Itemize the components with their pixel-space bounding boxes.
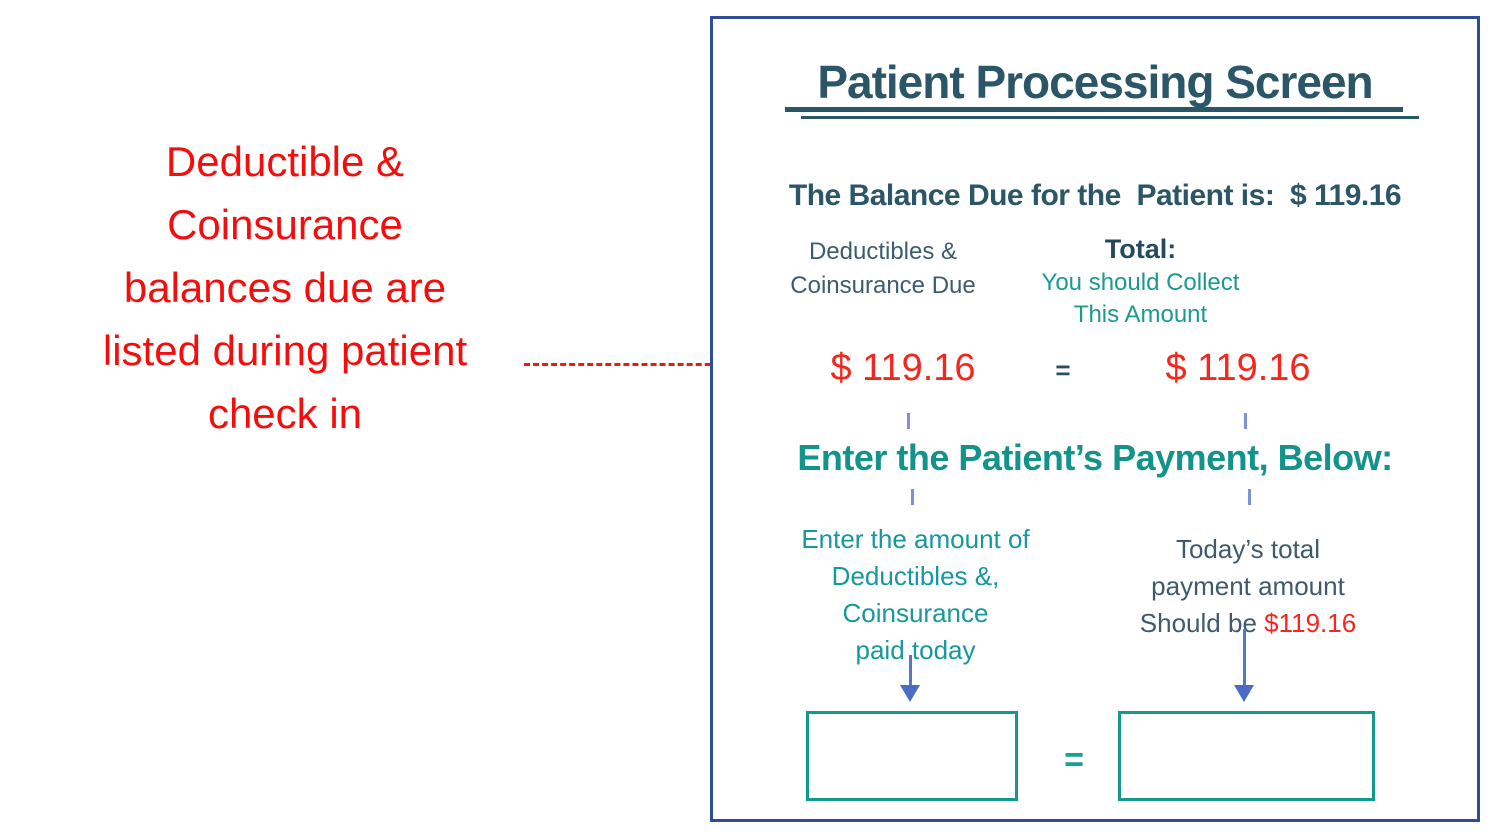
instruction-line: Enter the amount of bbox=[801, 524, 1030, 554]
title-underline bbox=[801, 116, 1419, 119]
header-line: Coinsurance Due bbox=[790, 272, 976, 299]
dashed-callout-line bbox=[524, 363, 774, 366]
annotation-line: check in bbox=[207, 390, 363, 437]
connector-dash bbox=[911, 489, 914, 505]
instruction-line: payment amount bbox=[1151, 571, 1345, 601]
annotation-line: balances due are bbox=[123, 264, 447, 311]
instruction-line: Should be $119.16 bbox=[1098, 605, 1398, 642]
connector-dash bbox=[1244, 413, 1247, 429]
payment-heading: Enter the Patient’s Payment, Below: bbox=[797, 437, 1393, 478]
connector-dash bbox=[1248, 489, 1251, 505]
total-amount-value: $ 119.16 bbox=[1165, 347, 1311, 389]
deductible-payment-input[interactable] bbox=[806, 711, 1018, 801]
balance-due-line: The Balance Due for the Patient is: $ 11… bbox=[788, 179, 1402, 212]
down-arrow-stem bbox=[1243, 629, 1246, 687]
total-payment-instruction: Today’s total payment amount Should be $… bbox=[1098, 531, 1398, 642]
equals-sign: = bbox=[1064, 741, 1084, 779]
header-line: Deductibles & bbox=[808, 238, 958, 265]
patient-processing-panel: Patient Processing Screen The Balance Du… bbox=[710, 16, 1480, 822]
down-arrow-stem bbox=[909, 655, 912, 687]
connector-dash bbox=[907, 413, 910, 429]
annotation-line: Deductible & bbox=[165, 138, 405, 185]
total-column-header: Total: You should Collect This Amount bbox=[1008, 231, 1273, 331]
deductible-entry-instruction: Enter the amount of Deductibles &, Coins… bbox=[763, 521, 1068, 669]
total-payment-input[interactable] bbox=[1118, 711, 1375, 801]
down-arrow-icon bbox=[900, 685, 920, 702]
total-label: Total: bbox=[1104, 234, 1177, 264]
expected-amount-value: $119.16 bbox=[1264, 608, 1357, 638]
collect-hint-line: This Amount bbox=[1073, 301, 1208, 328]
down-arrow-icon bbox=[1234, 685, 1254, 702]
deductible-amount-value: $ 119.16 bbox=[830, 347, 976, 389]
instruction-line: Deductibles &, bbox=[831, 561, 1000, 591]
instruction-line: paid today bbox=[855, 635, 976, 665]
annotation-line: listed during patient bbox=[102, 327, 468, 374]
instruction-line: Today’s total bbox=[1175, 534, 1321, 564]
deductibles-column-header: Deductibles & Coinsurance Due bbox=[753, 235, 1013, 303]
title-underline bbox=[785, 107, 1403, 112]
instruction-line: Coinsurance bbox=[842, 598, 989, 628]
equals-sign: = bbox=[1055, 355, 1071, 385]
annotation-line: Coinsurance bbox=[167, 201, 403, 248]
instruction-text: Should be bbox=[1139, 608, 1265, 638]
annotation-text: Deductible & Coinsurance balances due ar… bbox=[20, 130, 550, 445]
panel-title: Patient Processing Screen bbox=[817, 56, 1373, 108]
collect-hint-line: You should Collect bbox=[1041, 269, 1240, 296]
